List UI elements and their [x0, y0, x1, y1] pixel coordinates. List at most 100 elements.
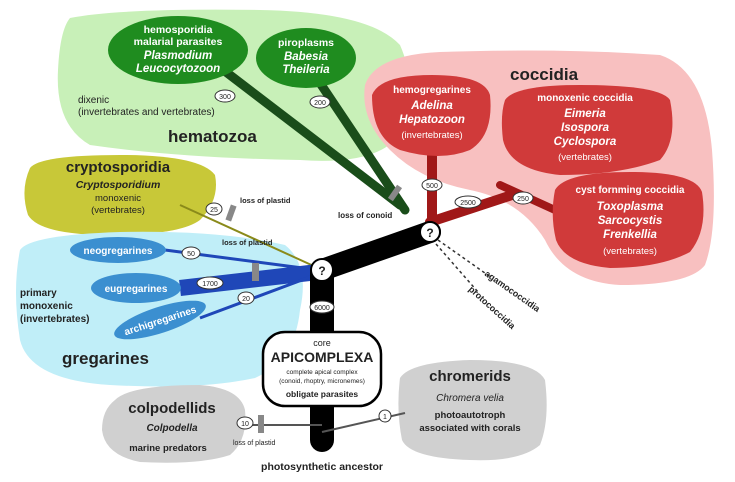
apicomplexa-title: APICOMPLEXA	[271, 349, 374, 365]
svg-text:1: 1	[383, 414, 387, 421]
agamococcidia-line	[437, 239, 493, 279]
crypto-branch	[179, 204, 319, 269]
svg-text:200: 200	[314, 100, 326, 107]
gregarine-loss-label: loss of plastid	[222, 238, 273, 247]
chromerid-count-badge: 1	[378, 409, 392, 423]
apical-complex-label: complete apical complex	[286, 369, 358, 376]
coccidia-main-branch	[425, 190, 517, 227]
svg-text:1700: 1700	[202, 281, 218, 288]
svg-text:50: 50	[187, 251, 195, 258]
core-label: core	[313, 338, 331, 348]
svg-text:20: 20	[242, 296, 250, 303]
sarcocystis-label: Sarcocystis	[598, 215, 663, 227]
chromerid-branch	[321, 412, 406, 433]
piroplasms-count-badge: 200	[309, 95, 331, 109]
apicomplexa-question-mark: ?	[318, 264, 325, 278]
corals-label: associated with corals	[419, 423, 520, 434]
gregarine-host-invertebrates: (invertebrates)	[20, 314, 89, 325]
cryptosporidia-title: cryptosporidia	[66, 159, 171, 176]
crypto-host: (vertebrates)	[91, 205, 145, 216]
marine-predators-label: marine predators	[129, 443, 207, 454]
chromera-velia-label: Chromera velia	[436, 393, 504, 404]
svg-text:250: 250	[517, 196, 529, 203]
hemosporidia-branch	[221, 67, 405, 210]
svg-text:6000: 6000	[314, 305, 330, 312]
protococcidia-line	[435, 243, 479, 293]
svg-text:10: 10	[241, 421, 249, 428]
cryptosporidium-label: Cryptosporidium	[76, 179, 161, 191]
dixenic-host-label: (invertebrates and vertebrates)	[78, 107, 215, 118]
colpodellid-loss-marker	[258, 415, 264, 433]
gregarine-loss-marker	[252, 263, 259, 281]
cyst-forming-label: cyst fornming coccidia	[576, 185, 685, 196]
eu-count-badge: 1700	[196, 276, 224, 290]
loss-of-conoid-marker	[387, 184, 403, 202]
crypto-monoxenic: monoxenic	[95, 193, 141, 204]
coccidia-question-mark: ?	[426, 226, 433, 240]
neogregarines-node	[70, 237, 166, 263]
hemosporidia-label: hemosporidia	[144, 24, 213, 36]
monoxenic-host: (vertebrates)	[558, 152, 612, 163]
colpodellids-title: colpodellids	[128, 400, 216, 417]
total-count-badge: 6000	[309, 300, 335, 314]
hemosporidia-node	[108, 16, 248, 84]
hemosporidia-sub: malarial parasites	[134, 36, 223, 48]
hepatozoon-label: Hepatozoon	[399, 114, 465, 126]
cyst-host: (vertebrates)	[603, 246, 657, 257]
cyst-count-badge: 250	[512, 191, 534, 205]
neogregarines-label: neogregarines	[84, 246, 153, 257]
eimeria-label: Eimeria	[564, 108, 606, 120]
svg-text:2500: 2500	[460, 200, 476, 207]
eugregarines-label: eugregarines	[105, 284, 168, 295]
apicomplexa-box	[261, 330, 383, 408]
leucocytozoon-label: Leucocytozoon	[136, 63, 220, 75]
hemogregarines-host: (invertebrates)	[401, 130, 462, 141]
monoxenic-coccidia-label: monoxenic coccidia	[537, 93, 633, 104]
gregarine-host-monoxenic: monoxenic	[20, 301, 73, 312]
obligate-parasites-label: obligate parasites	[286, 389, 359, 399]
hemogregarine-count-badge: 500	[421, 178, 443, 192]
archigregarines-node	[114, 300, 206, 340]
photoautotroph-label: photoautotroph	[435, 410, 506, 421]
apical-complex-parts: (conoid, rhoptry, micronemes)	[279, 378, 365, 385]
apicomplexa-question-node	[310, 258, 334, 282]
toxoplasma-label: Toxoplasma	[597, 201, 664, 213]
crypto-loss-marker	[225, 204, 237, 222]
hemogregarines-node	[372, 75, 491, 156]
colpodellids-region	[102, 385, 246, 463]
photosynthetic-ancestor-label: photosynthetic ancestor	[261, 461, 383, 473]
coccidia-question-node	[419, 221, 441, 243]
gregarine-host-primary: primary	[20, 288, 57, 299]
piroplasms-node	[256, 28, 356, 88]
dixenic-label: dixenic	[78, 95, 109, 106]
hemogregarines-label: hemogregarines	[393, 85, 471, 96]
chromerids-region	[398, 360, 547, 461]
crypto-loss-label: loss of plastid	[240, 196, 291, 205]
svg-text:500: 500	[426, 183, 438, 190]
piroplasm-branch	[313, 75, 410, 215]
monoxenic-count-badge: 2500	[454, 195, 482, 209]
svg-text:300: 300	[219, 94, 231, 101]
colpodellid-loss-label: loss of plastid	[233, 440, 276, 447]
eugregarines-node	[91, 273, 181, 303]
adelina-label: Adelina	[410, 100, 453, 112]
gregarines-title: gregarines	[62, 349, 149, 368]
hematozoa-title: hematozoa	[168, 127, 257, 146]
theileria-label: Theileria	[282, 64, 330, 76]
colpodella-label: Colpodella	[146, 423, 198, 434]
hemosporidia-count-badge: 300	[214, 89, 236, 103]
colpodellid-count-badge: 10	[236, 416, 254, 430]
cyst-forming-node	[552, 172, 704, 268]
plasmodium-label: Plasmodium	[144, 50, 212, 62]
upper-trunk	[311, 221, 441, 281]
frenkellia-label: Frenkellia	[603, 229, 657, 241]
loss-of-conoid-label: loss of conoid	[338, 211, 392, 220]
cyclospora-label: Cyclospora	[554, 136, 617, 148]
coccidia-title: coccidia	[510, 65, 579, 84]
isospora-label: Isospora	[561, 122, 610, 134]
piroplasms-label: piroplasms	[278, 37, 334, 49]
svg-text:25: 25	[210, 207, 218, 214]
crypto-count-badge: 25	[205, 202, 223, 216]
archi-branch	[199, 272, 319, 320]
